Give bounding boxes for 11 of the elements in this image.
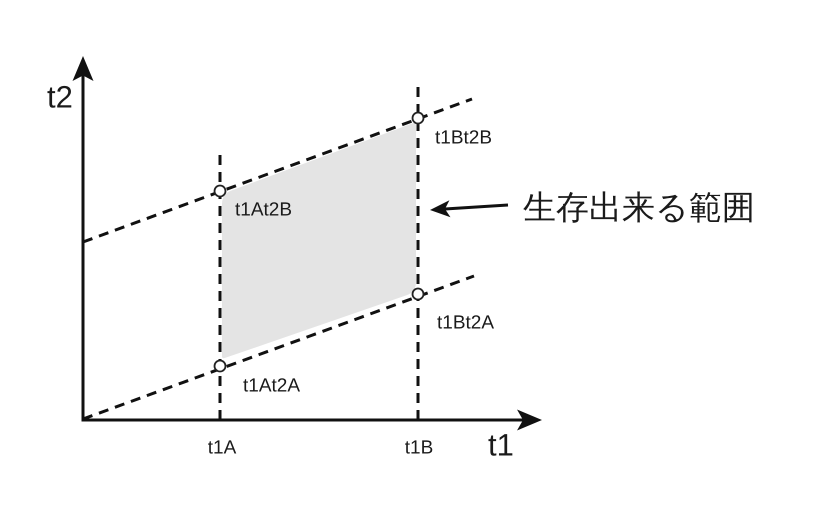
tick-label: t1B: [404, 438, 434, 458]
point-label: t1Bt2A: [437, 314, 494, 332]
shaded-region: [222, 122, 416, 359]
point-label: t1At2A: [243, 376, 300, 396]
point-label: t1Bt2B: [435, 128, 492, 148]
axis-label: t2: [47, 82, 73, 112]
point-label: t1At2B: [235, 200, 292, 220]
arrow: [430, 200, 508, 218]
tick-label: t1A: [208, 438, 236, 458]
annotation-label: 生存出来る範囲: [523, 190, 755, 224]
axis-label: t1: [488, 430, 514, 460]
